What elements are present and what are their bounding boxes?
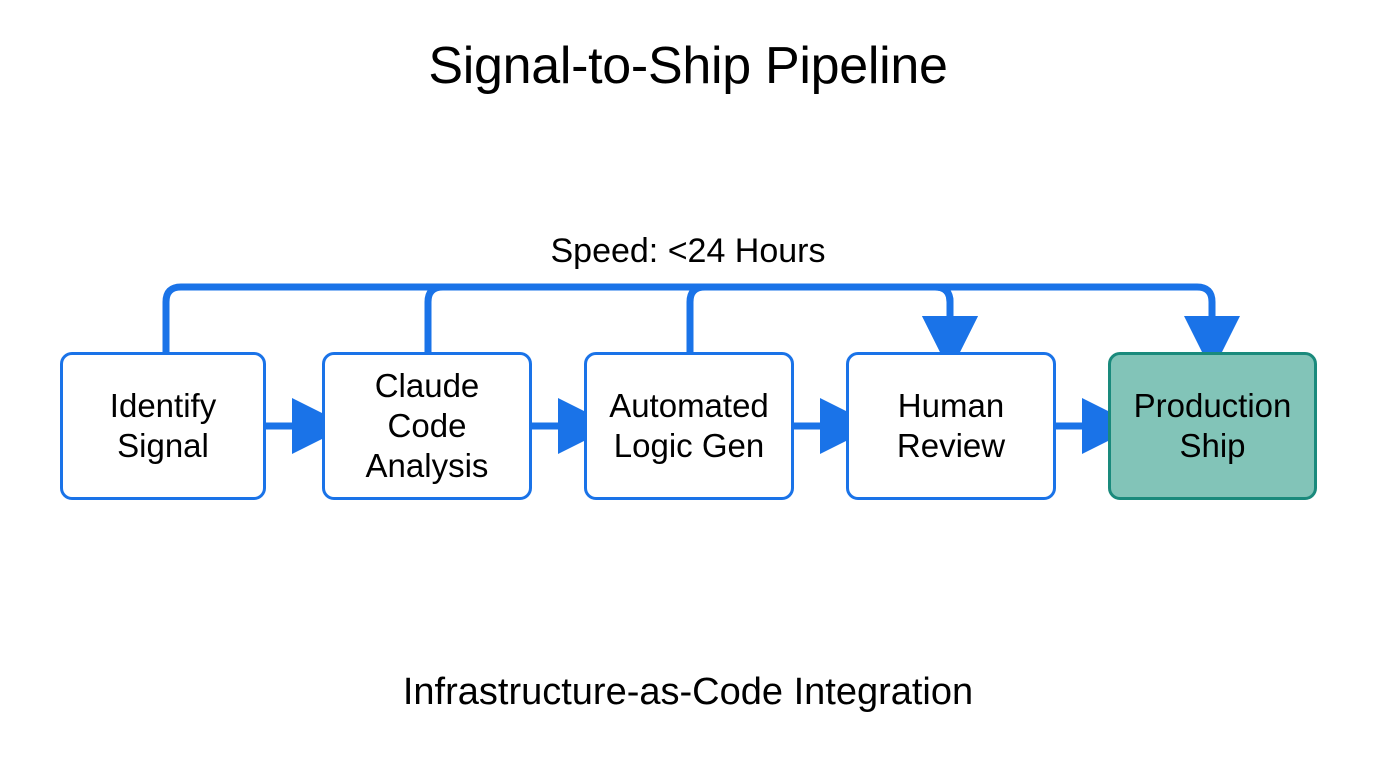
feedback-loop-label: Speed: <24 Hours [550, 232, 826, 270]
node-production-ship[interactable]: Production Ship [1108, 352, 1317, 500]
page-caption: Infrastructure-as-Code Integration [402, 671, 974, 713]
node-identify-signal[interactable]: Identify Signal [60, 352, 266, 500]
feedback-arrow-claude-to-ship [424, 283, 1240, 372]
feedback-arrow-logicgen-to-review [686, 283, 978, 372]
node-label-identify-signal: Identify Signal [109, 386, 217, 464]
page-title: Signal-to-Ship Pipeline [428, 37, 948, 95]
node-claude-code-analysis[interactable]: Claude Code Analysis [322, 352, 532, 500]
node-label-automated-logic-gen: Automated Logic Gen [609, 386, 769, 464]
feedback-arrow-identify-to-review [162, 283, 978, 372]
node-human-review[interactable]: Human Review [846, 352, 1056, 500]
node-automated-logic-gen[interactable]: Automated Logic Gen [584, 352, 794, 500]
node-label-claude-code-analysis: Claude Code Analysis [365, 366, 489, 485]
node-label-production-ship: Production Ship [1133, 386, 1292, 464]
node-label-human-review: Human Review [896, 386, 1006, 464]
